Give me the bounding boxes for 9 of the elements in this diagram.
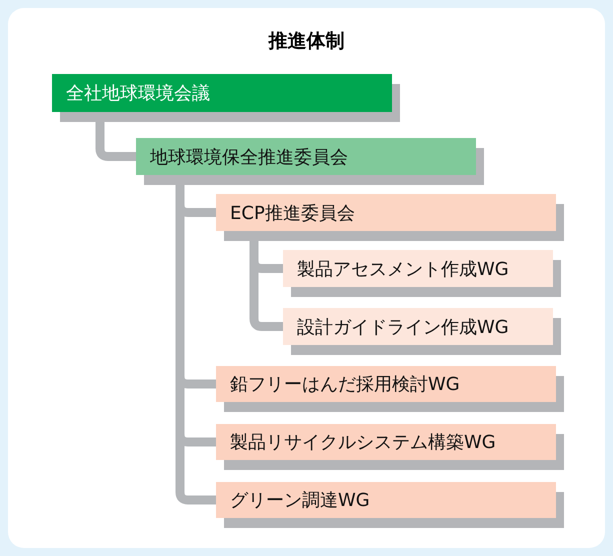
org-box: 地球環境保全推進委員会 <box>136 138 476 175</box>
org-box: ECP推進委員会 <box>216 194 556 231</box>
org-box: グリーン調達WG <box>216 482 556 518</box>
org-box: 鉛フリーはんだ採用検討WG <box>216 366 556 402</box>
org-box: 製品リサイクルシステム構築WG <box>216 424 556 460</box>
org-box: 製品アセスメント作成WG <box>283 250 553 287</box>
org-box: 全社地球環境会議 <box>52 74 392 112</box>
title: 推進体制 <box>267 29 346 54</box>
org-box: 設計ガイドライン作成WG <box>283 308 553 345</box>
